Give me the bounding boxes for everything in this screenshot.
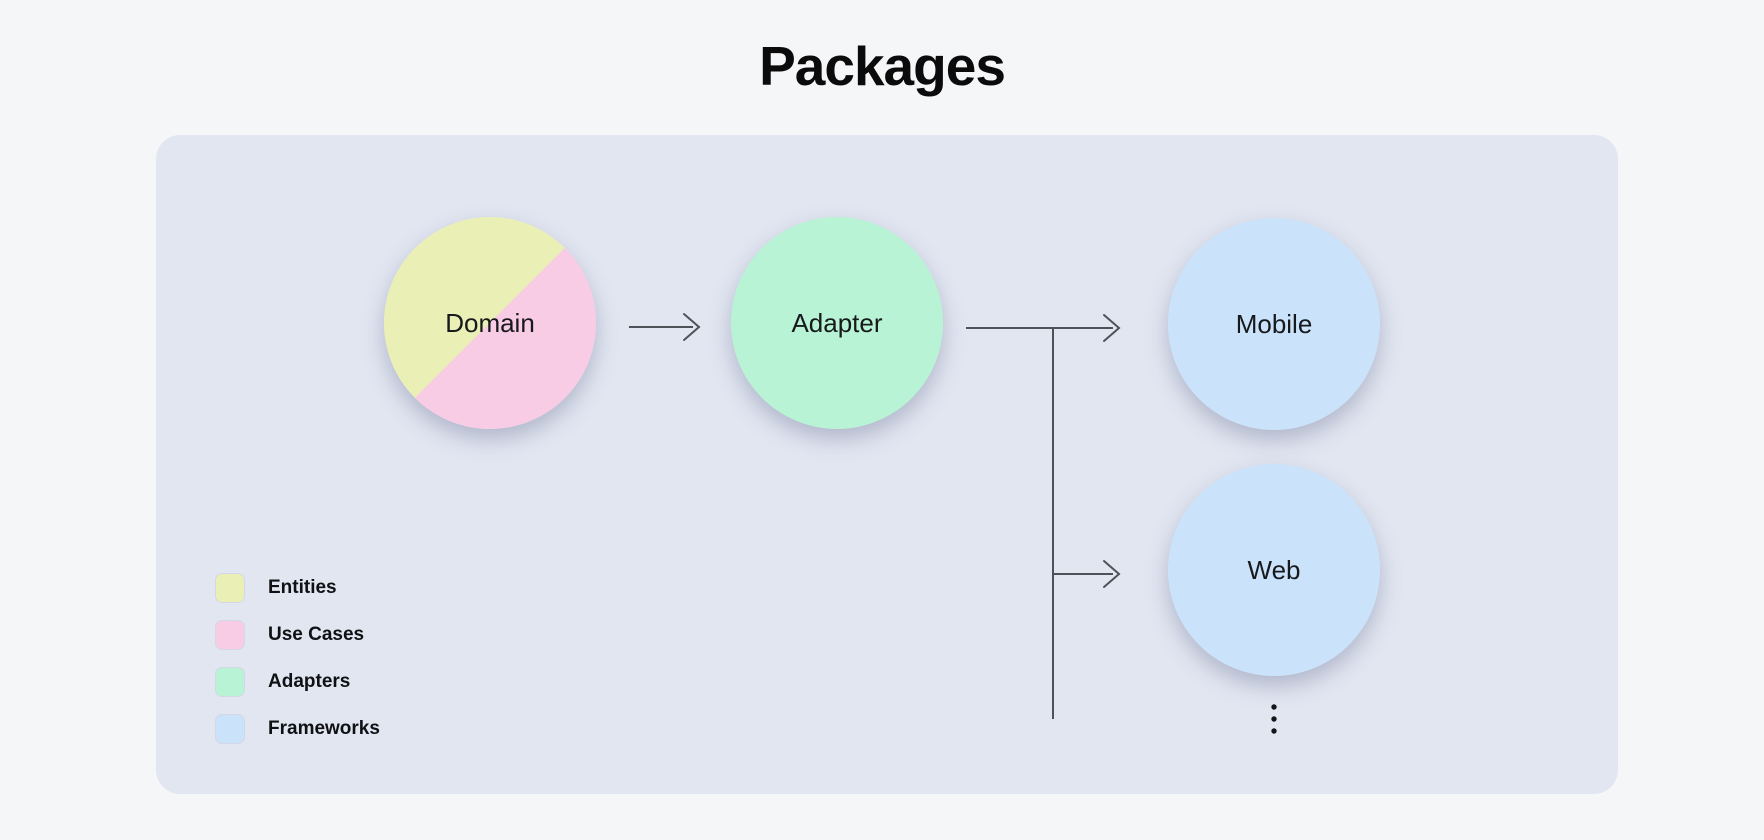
legend-label: Use Cases [268,624,365,645]
legend-label: Entities [268,577,337,598]
legend-label: Frameworks [268,718,380,739]
legend-item-use-cases: Use Cases [215,620,380,650]
legend-item-adapters: Adapters [215,667,380,697]
use-cases-color-swatch [215,620,245,650]
page-title: Packages [759,35,1006,97]
node-domain-label: Domain [445,307,535,338]
legend-label: Adapters [268,671,351,692]
legend-item-frameworks: Frameworks [215,714,380,744]
legend: Entities Use Cases Adapters Frameworks [215,573,380,744]
node-web-label: Web [1247,554,1301,585]
adapters-color-swatch [215,667,245,697]
node-mobile-label: Mobile [1235,308,1313,339]
frameworks-color-swatch [215,714,245,744]
node-mobile: Mobile [1168,218,1380,430]
node-adapter-label: Adapter [791,307,883,338]
node-domain: Domain [384,217,596,429]
node-adapter: Adapter [731,217,943,429]
node-web: Web [1168,464,1380,676]
legend-item-entities: Entities [215,573,380,603]
entities-color-swatch [215,573,245,603]
